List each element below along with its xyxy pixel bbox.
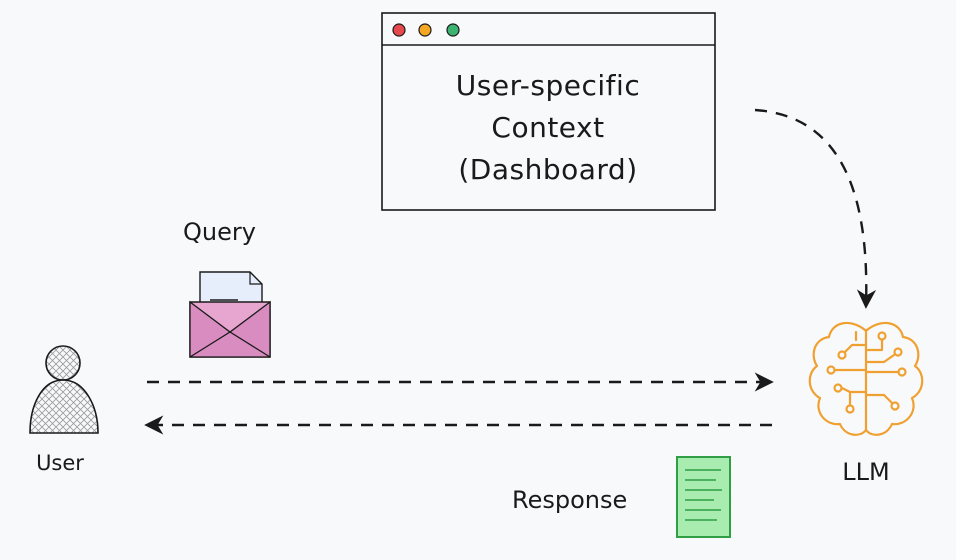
user-icon — [29, 345, 99, 434]
brain-right-lobe — [864, 321, 924, 436]
context-to-llm-arrow — [754, 108, 877, 309]
maximize-dot-icon — [446, 23, 460, 37]
minimize-dot-icon — [418, 23, 432, 37]
envelope-letter-icon — [189, 271, 271, 358]
user-head — [45, 345, 81, 381]
close-dot-icon — [392, 23, 406, 37]
document-icon — [676, 456, 731, 538]
brain-left-lobe — [808, 321, 868, 436]
context-line-3: (Dashboard) — [458, 153, 637, 186]
user-body — [29, 379, 99, 434]
context-window: User-specific Context (Dashboard) — [381, 12, 716, 211]
context-line-2: Context — [491, 111, 604, 144]
context-window-frame — [381, 12, 716, 211]
query-label: Query — [183, 218, 256, 246]
brain-circuit-icon — [808, 321, 924, 436]
context-line-1: User-specific — [456, 69, 640, 102]
llm-label: LLM — [842, 458, 889, 486]
document-page — [676, 456, 731, 538]
user-label: User — [36, 451, 84, 475]
response-label: Response — [512, 486, 627, 514]
